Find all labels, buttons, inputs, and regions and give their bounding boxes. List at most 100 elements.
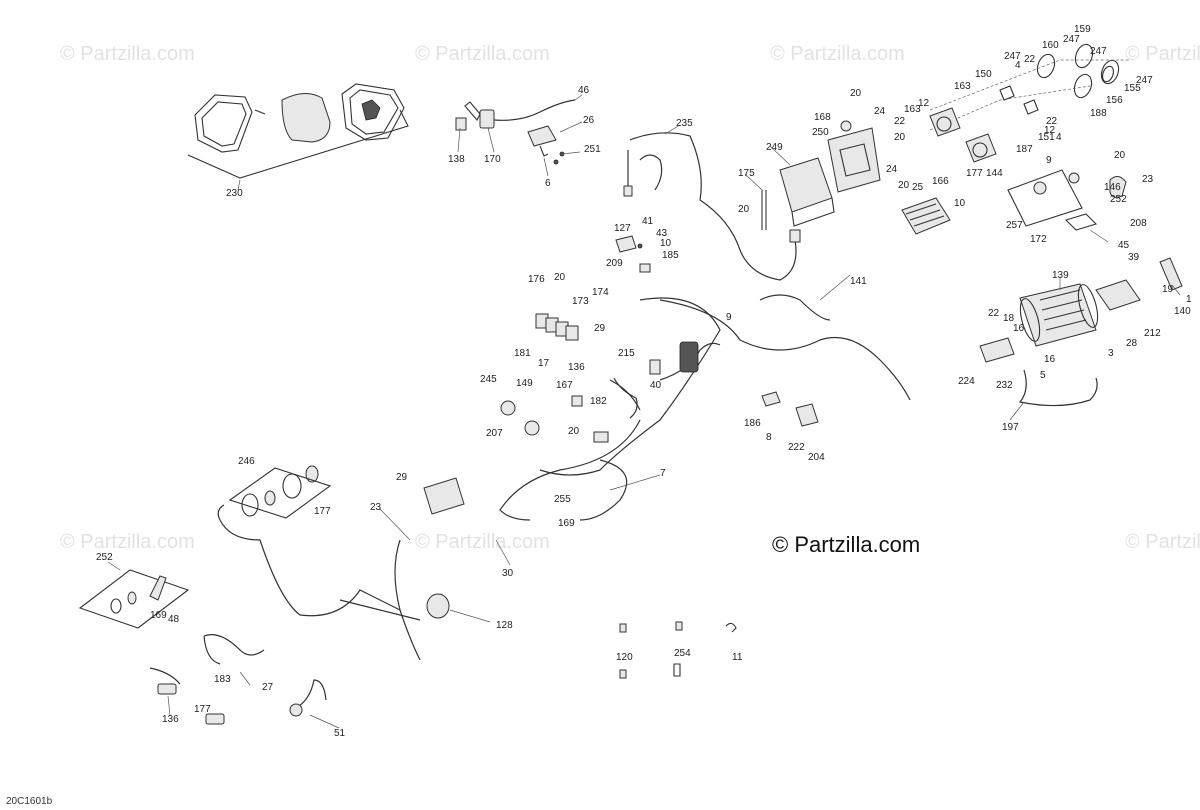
callout-label: 254 [674, 648, 691, 659]
callout-label: 247 [1063, 34, 1080, 45]
drawing-code: 20C1601b [6, 796, 53, 807]
regulator-drawing [901, 197, 951, 235]
callout-label: 140 [1174, 306, 1191, 317]
callout-label: 10 [660, 238, 672, 249]
callout-label: 20 [568, 426, 580, 437]
gauge-169-drawing [228, 465, 450, 619]
switch-cluster-drawing [455, 99, 576, 165]
callout-label: 41 [642, 216, 654, 227]
callout-label: 177 [314, 506, 331, 517]
callout-label: 183 [214, 674, 231, 685]
callout-label: 252 [96, 552, 113, 563]
callout-label: 120 [616, 652, 633, 663]
callout-label: 187 [1016, 144, 1033, 155]
main-harness-drawing [499, 294, 911, 521]
callout-label: 197 [1002, 422, 1019, 433]
callout-label: 186 [744, 418, 761, 429]
lower-left-drawing [78, 569, 327, 725]
callout-label: 159 [1074, 24, 1091, 35]
callout-label: 20 [894, 132, 906, 143]
callout-labels: 230 46 26 251 138 170 6 235 20 168 24 24… [96, 24, 1192, 739]
callout-label: 48 [168, 614, 180, 625]
callout-label: 20 [898, 180, 910, 191]
callout-label: 9 [726, 312, 732, 323]
watermark: © Partzilla.com [1125, 531, 1200, 553]
callout-label: 20 [554, 272, 566, 283]
callout-label: 5 [1040, 370, 1046, 381]
callout-label: 24 [886, 164, 898, 175]
callout-label: 22 [988, 308, 1000, 319]
callout-label: 252 [1110, 194, 1127, 205]
callout-label: 246 [238, 456, 255, 467]
watermark: © Partzilla.com [1125, 43, 1200, 65]
callout-label: 51 [334, 728, 346, 739]
callout-label: 22 [894, 116, 906, 127]
callout-label: 12 [1044, 125, 1056, 136]
callout-label: 245 [480, 374, 497, 385]
callout-label: 176 [528, 274, 545, 285]
callout-label: 43 [656, 228, 668, 239]
callout-label: 169 [558, 518, 575, 529]
callout-label: 177 [966, 168, 983, 179]
callout-label: 10 [954, 198, 966, 209]
callout-label: 250 [812, 127, 829, 138]
watermark: © Partzilla.com [60, 531, 195, 553]
callout-label: 181 [514, 348, 531, 359]
callout-label: 20 [1114, 150, 1126, 161]
callout-label: 20 [738, 204, 750, 215]
callout-label: 18 [1003, 313, 1015, 324]
callout-label: 146 [1104, 182, 1121, 193]
callout-label: 4 [1015, 60, 1021, 71]
callout-label: 230 [226, 188, 243, 199]
callout-label: 170 [484, 154, 501, 165]
callout-label: 247 [1004, 51, 1021, 62]
callout-label: 174 [592, 287, 609, 298]
callout-label: 188 [1090, 108, 1107, 119]
harness-246-drawing [217, 504, 421, 661]
callout-label: 27 [262, 682, 274, 693]
callout-label: 22 [1024, 54, 1036, 65]
callout-label: 144 [986, 168, 1003, 179]
callout-label: 8 [766, 432, 772, 443]
callout-label: 249 [766, 142, 783, 153]
callout-label: 29 [594, 323, 606, 334]
callout-label: 255 [554, 494, 571, 505]
callout-label: 23 [1142, 174, 1154, 185]
callout-label: 155 [1124, 83, 1141, 94]
callout-label: 173 [572, 296, 589, 307]
callout-label: 168 [814, 112, 831, 123]
winch-drawing [979, 257, 1183, 407]
callout-label: 7 [660, 468, 666, 479]
callout-label: 141 [850, 276, 867, 287]
rear-light-drawing [1007, 169, 1127, 231]
callout-label: 16 [1044, 354, 1056, 365]
callout-label: 17 [538, 358, 550, 369]
callout-label: 232 [996, 380, 1013, 391]
copyright-watermark: © Partzilla.com [772, 532, 920, 557]
callout-label: 6 [545, 178, 551, 189]
watermark: © Partzilla.com [770, 43, 905, 65]
callout-label: 24 [874, 106, 886, 117]
callout-label: 207 [486, 428, 503, 439]
callout-label: 257 [1006, 220, 1023, 231]
callout-label: 209 [606, 258, 623, 269]
callout-label: 150 [975, 69, 992, 80]
callout-label: 156 [1106, 95, 1123, 106]
callout-label: 22 [1046, 116, 1058, 127]
callout-label: 39 [1128, 252, 1140, 263]
watermark: © Partzilla.com [60, 43, 195, 65]
callout-label: 212 [1144, 328, 1161, 339]
callout-label: 28 [1126, 338, 1138, 349]
gauge-assembly-drawing [187, 83, 409, 179]
callout-label: 19 [1162, 284, 1174, 295]
module-204-drawing [423, 477, 465, 515]
callout-label: 224 [958, 376, 975, 387]
callout-label: 127 [614, 223, 631, 234]
callout-label: 222 [788, 442, 805, 453]
callout-label: 139 [1052, 270, 1069, 281]
callout-label: 4 [1056, 132, 1062, 143]
callout-label: 208 [1130, 218, 1147, 229]
leader-lines [107, 94, 1181, 729]
callout-label: 45 [1118, 240, 1130, 251]
